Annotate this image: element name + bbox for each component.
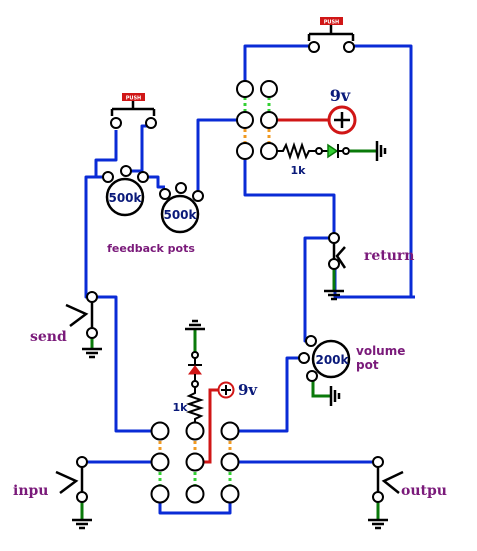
send-label: send bbox=[30, 329, 67, 345]
jack-input bbox=[55, 456, 88, 503]
relay-pad bbox=[185, 421, 205, 441]
wire-relay-to-return bbox=[243, 160, 336, 238]
jack-output bbox=[372, 456, 404, 503]
pot-value: 500k bbox=[163, 208, 197, 222]
push-label: PUSH bbox=[126, 96, 142, 102]
resistor-label-top: 1k bbox=[291, 164, 307, 177]
resistor-bottom bbox=[185, 387, 205, 423]
wire-pot-a-left bbox=[94, 130, 118, 179]
volume-pot-label-line2: pot bbox=[356, 358, 379, 372]
wire-relay-to-pot bbox=[196, 118, 244, 196]
relay-pad bbox=[220, 452, 240, 472]
push-switch-left[interactable]: PUSH bbox=[110, 93, 157, 129]
relay-pad bbox=[260, 142, 278, 160]
input-label: inpu bbox=[13, 483, 48, 499]
wire-pot-b-to-jack bbox=[84, 175, 96, 299]
relay-pad bbox=[260, 111, 278, 129]
pot-value: 200k bbox=[315, 353, 349, 367]
pot-500k-a[interactable]: 500k bbox=[102, 165, 149, 217]
relay-top bbox=[236, 80, 278, 160]
relay-pad bbox=[220, 484, 240, 504]
power-plus-icon bbox=[327, 105, 357, 135]
jack-return bbox=[328, 232, 347, 270]
wire-pot-chain bbox=[143, 175, 165, 189]
pot-500k-b[interactable]: 500k bbox=[159, 182, 204, 234]
ground-icon bbox=[72, 518, 92, 530]
wire-volume-to-relay bbox=[230, 356, 303, 433]
relay-pad bbox=[236, 80, 254, 98]
relay-pad bbox=[150, 484, 170, 504]
relay-bottom bbox=[150, 421, 240, 504]
relay-pad bbox=[236, 111, 254, 129]
signal-wires bbox=[82, 44, 415, 515]
relay-pad bbox=[185, 452, 205, 472]
ground-symbols bbox=[72, 141, 388, 530]
wire-return-to-volume bbox=[303, 236, 334, 343]
jack-send bbox=[65, 291, 98, 339]
wire-pot-a-right bbox=[126, 124, 150, 173]
ground-icon bbox=[82, 347, 102, 359]
led-top-icon bbox=[322, 143, 350, 159]
ground-icon bbox=[329, 386, 341, 406]
push-cap bbox=[320, 17, 343, 25]
wire-top-loop bbox=[243, 44, 314, 81]
resistor-top bbox=[277, 141, 323, 161]
led-bottom-icon bbox=[188, 351, 202, 388]
supply-label-top: 9v bbox=[330, 86, 351, 105]
power-wires bbox=[203, 118, 330, 464]
push-switch-top[interactable]: PUSH bbox=[307, 17, 355, 53]
push-cap bbox=[122, 93, 145, 101]
feedback-pots-label: feedback pots bbox=[107, 242, 195, 255]
relay-pad bbox=[150, 421, 170, 441]
relay-pad bbox=[185, 484, 205, 504]
wire-power-bottom bbox=[203, 388, 219, 464]
wire-gnd-volume bbox=[311, 376, 330, 398]
ground-icon bbox=[185, 319, 205, 331]
ground-icon bbox=[375, 141, 387, 161]
ground-icon bbox=[368, 518, 388, 530]
push-label: PUSH bbox=[324, 20, 340, 26]
supply-label-bottom: 9v bbox=[238, 381, 258, 399]
ground-icon bbox=[324, 289, 344, 301]
resistor-label-bottom: 1k bbox=[173, 401, 189, 414]
relay-pad bbox=[220, 421, 240, 441]
output-label: outpu bbox=[401, 483, 447, 499]
wire-send-to-relay bbox=[92, 295, 160, 433]
relay-pad bbox=[236, 142, 254, 160]
relay-pad bbox=[150, 452, 170, 472]
relay-pad bbox=[260, 80, 278, 98]
volume-pot-label-line1: volume bbox=[356, 344, 405, 358]
power-plus-icon bbox=[217, 381, 235, 399]
pot-value: 500k bbox=[108, 191, 142, 205]
return-label: return bbox=[364, 248, 414, 264]
pot-200k[interactable]: 200k bbox=[298, 335, 351, 382]
